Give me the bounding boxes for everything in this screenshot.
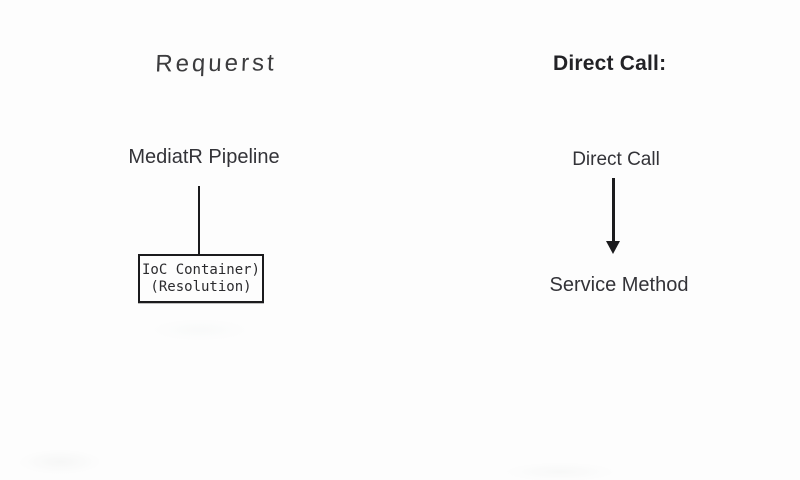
ioc-container-box: IoC Container) (Resolution) [138, 254, 264, 303]
down-arrow-icon [606, 241, 620, 254]
ioc-box-line-2: (Resolution) [150, 278, 252, 295]
mediatr-pipeline-label: MediatR Pipeline [128, 146, 280, 168]
service-method-label: Service Method [549, 274, 689, 296]
left-connector-line [198, 186, 200, 254]
ioc-box-line-1: IoC Container) [141, 261, 260, 278]
left-column-heading: Requerst [154, 49, 278, 78]
down-arrow-shaft [612, 178, 615, 243]
right-column-heading: Direct Call: [553, 52, 667, 75]
direct-call-label: Direct Call [572, 149, 660, 170]
